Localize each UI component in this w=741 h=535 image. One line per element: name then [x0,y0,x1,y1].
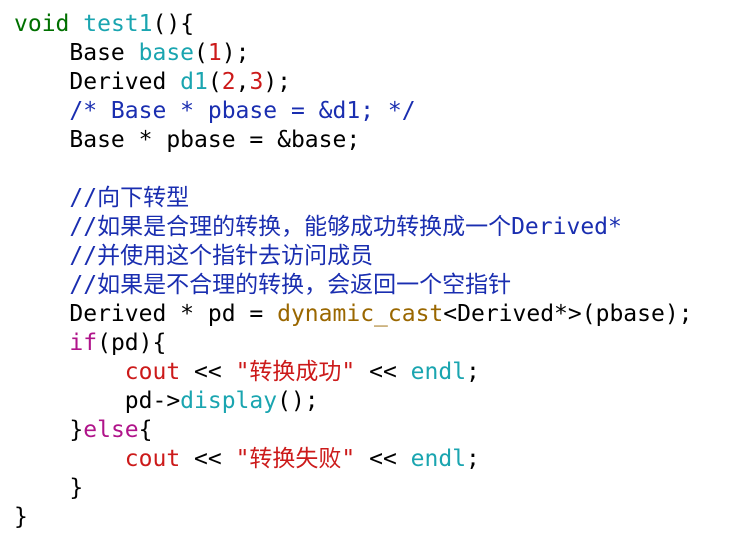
code-token [14,446,125,472]
code-token: //如果是合理的转换，能够成功转换成一个Derived* [14,214,622,240]
code-token: test1 [83,11,153,37]
code-token: 3 [249,69,264,95]
code-token: endl [410,446,467,472]
code-line: cout << "转换成功" << endl; [0,358,741,387]
code-token: Base [14,40,139,66]
code-token: cout [124,359,181,385]
code-token: //并使用这个指针去访问成员 [14,243,374,269]
code-token: (pd){ [97,330,167,356]
code-token: endl [410,359,467,385]
code-token: << [355,359,411,385]
code-token: /* Base * pbase = &d1; */ [14,98,416,124]
code-token: ); [263,69,292,95]
code-token: else [83,417,139,443]
code-line: Derived d1(2,3); [0,68,741,97]
code-token: base [138,40,195,66]
code-token: << [355,446,411,472]
code-token: << [180,359,236,385]
code-line: //如果是不合理的转换，会返回一个空指针 [0,271,741,300]
code-token: if [69,330,98,356]
code-line: Base base(1); [0,39,741,68]
code-token: } [14,504,28,530]
code-token: //向下转型 [14,185,190,211]
code-token: <Derived*>(pbase); [443,301,693,327]
code-line: Base * pbase = &base; [0,126,741,155]
code-token: 1 [207,40,222,66]
code-line [0,155,741,184]
code-token: ( [194,40,208,66]
code-line: /* Base * pbase = &d1; */ [0,97,741,126]
code-token [14,330,69,356]
code-token: pd-> [14,388,181,414]
code-token: cout [124,446,181,472]
code-token [14,359,125,385]
code-token: 2 [221,69,236,95]
code-line: //如果是合理的转换，能够成功转换成一个Derived* [0,213,741,242]
code-line: } [0,474,741,503]
code-line: } [0,503,741,532]
code-line: pd->display(); [0,387,741,416]
code-token: << [180,446,236,472]
code-line: cout << "转换失败" << endl; [0,445,741,474]
code-token: ; [466,446,480,472]
code-token: d1 [180,69,208,95]
code-token: (){ [152,11,195,37]
code-token: (); [277,388,319,414]
code-token: "转换失败" [235,446,356,472]
code-token: Derived * pd = [14,301,278,327]
code-token: "转换成功" [235,359,356,385]
code-token: dynamic_cast [277,301,444,327]
code-token: Base * pbase = &base; [14,127,361,153]
code-token: ( [207,69,222,95]
code-token: { [138,417,153,443]
code-token: ); [221,40,250,66]
code-token: , [235,69,250,95]
code-line: }else{ [0,416,741,445]
code-line: Derived * pd = dynamic_cast<Derived*>(pb… [0,300,741,329]
code-token: display [180,388,278,414]
code-token: ; [466,359,480,385]
code-token: } [14,475,84,501]
code-token: Derived [14,69,181,95]
code-line: //向下转型 [0,184,741,213]
code-line: if(pd){ [0,329,741,358]
code-token: } [14,417,84,443]
code-token: void [14,11,70,37]
code-line: //并使用这个指针去访问成员 [0,242,741,271]
code-token: //如果是不合理的转换，会返回一个空指针 [14,272,512,298]
code-line: void test1(){ [0,10,741,39]
code-token [69,11,83,37]
